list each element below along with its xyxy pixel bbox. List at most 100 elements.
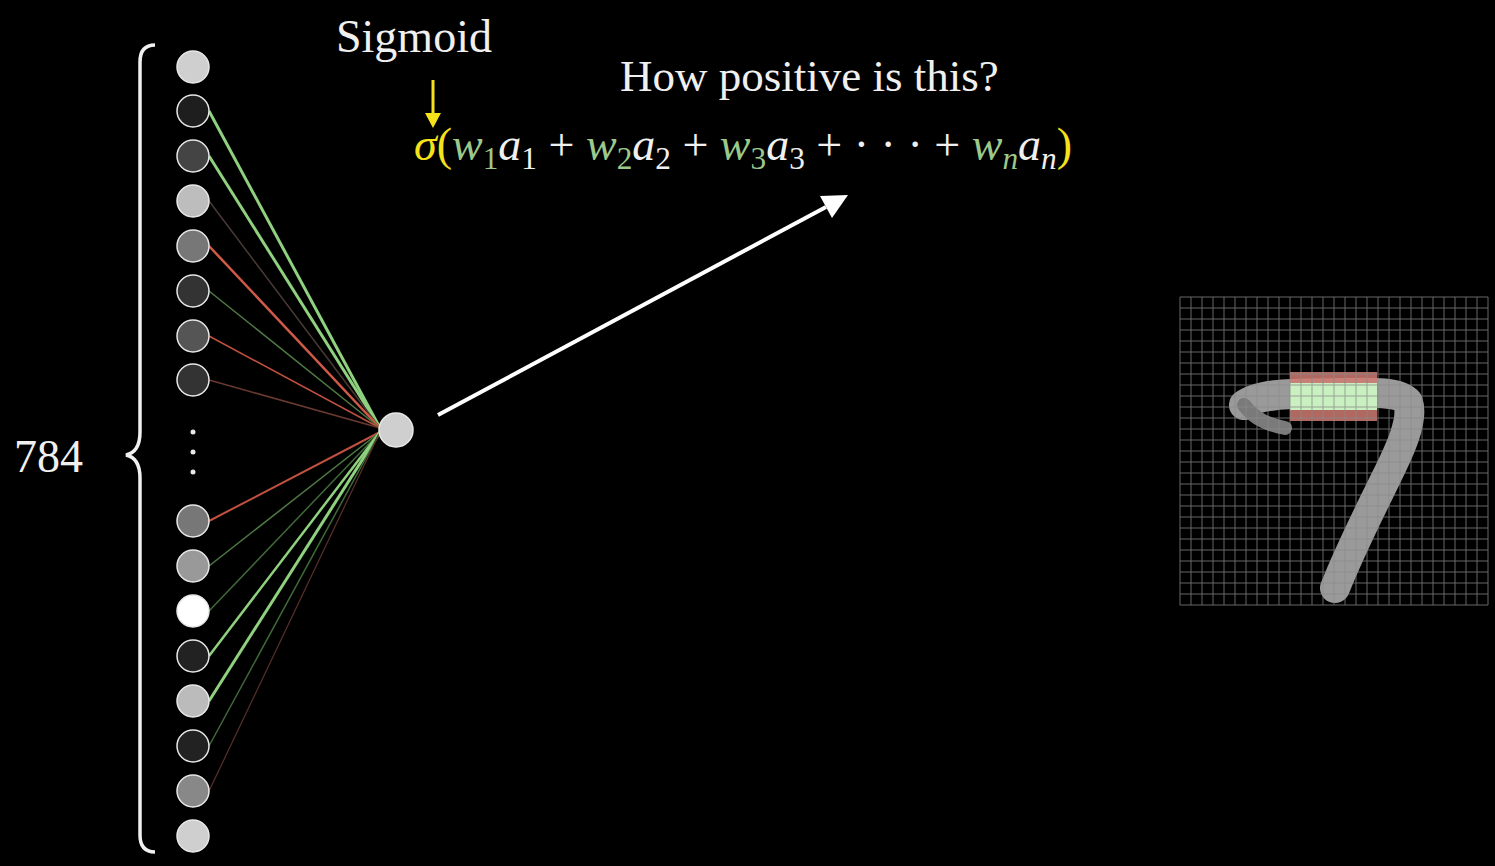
formula-symbol: ·	[907, 119, 922, 170]
formula-symbol	[960, 119, 972, 170]
input-neurons	[177, 51, 209, 852]
neuron	[177, 595, 209, 627]
grid-line	[1180, 594, 1488, 595]
formula-symbol	[869, 119, 881, 170]
grid-line	[1180, 473, 1488, 474]
weighted-sum-formula: σ(w1a1 + w2a2 + w3a3 + · · · + wnan)	[414, 122, 1072, 175]
neuron	[177, 505, 209, 537]
weight-line	[209, 246, 380, 428]
subscript: 2	[617, 141, 633, 176]
weight-line	[209, 336, 380, 428]
ellipsis-dot	[191, 430, 196, 435]
subscript: n	[1002, 141, 1018, 176]
image-ground	[1180, 297, 1488, 605]
question-label: How positive is this?	[620, 54, 999, 99]
weight-line	[209, 432, 380, 656]
grid-line	[1488, 297, 1489, 605]
formula-symbol	[574, 119, 586, 170]
formula-symbol: (	[437, 119, 452, 170]
formula-symbol: +	[548, 119, 574, 170]
grid-line	[1180, 517, 1488, 518]
subscript: 1	[521, 141, 537, 176]
neuron	[177, 230, 209, 262]
weight-line	[209, 432, 380, 611]
grid-line	[1180, 506, 1488, 507]
formula-symbol: w	[972, 119, 1003, 170]
formula-symbol	[537, 119, 549, 170]
weight-line	[209, 291, 380, 428]
formula-symbol	[923, 119, 935, 170]
formula-symbol: a	[1018, 119, 1041, 170]
grid-line	[1356, 297, 1357, 605]
output-neuron	[379, 413, 413, 447]
grid-line	[1422, 297, 1423, 605]
neuron	[177, 550, 209, 582]
grid-line	[1180, 572, 1488, 573]
formula-symbol: w	[586, 119, 617, 170]
neuron	[177, 140, 209, 172]
grid-line	[1180, 462, 1488, 463]
grid-line	[1433, 297, 1434, 605]
ellipsis-dot	[191, 470, 196, 475]
neuron	[177, 95, 209, 127]
arrow-head	[820, 195, 848, 218]
ellipsis-dot	[191, 450, 196, 455]
neuron	[177, 320, 209, 352]
weight-line	[209, 432, 380, 701]
formula-symbol: +	[816, 119, 842, 170]
formula-symbol: +	[682, 119, 708, 170]
grid-line	[1180, 451, 1488, 452]
weight-line	[209, 380, 380, 428]
grid-line	[1367, 297, 1368, 605]
subscript: n	[1041, 141, 1057, 176]
curly-brace	[126, 45, 155, 852]
neuron	[177, 51, 209, 83]
formula-symbol: w	[720, 119, 751, 170]
grid-line	[1180, 484, 1488, 485]
grid-line	[1345, 297, 1346, 605]
subscript: 2	[655, 141, 671, 176]
formula-symbol: σ	[414, 119, 437, 170]
grid-line	[1180, 528, 1488, 529]
formula-symbol: ·	[881, 119, 896, 170]
formula-symbol: +	[934, 119, 960, 170]
formula-symbol	[842, 119, 854, 170]
grid-line	[1411, 297, 1412, 605]
grid-line	[1444, 297, 1445, 605]
formula-symbol: )	[1057, 119, 1072, 170]
grid-line	[1180, 539, 1488, 540]
formula-symbol	[896, 119, 908, 170]
grid-line	[1400, 297, 1401, 605]
formula-symbol: ·	[854, 119, 869, 170]
grid-line	[1180, 550, 1488, 551]
vertical-ellipsis	[191, 430, 196, 475]
formula-symbol: w	[452, 119, 483, 170]
weight-line	[209, 156, 380, 428]
formula-symbol	[708, 119, 720, 170]
neuron	[177, 185, 209, 217]
formula-symbol: a	[632, 119, 655, 170]
neuron	[177, 775, 209, 807]
grid-line	[1180, 583, 1488, 584]
grid-line	[1180, 561, 1488, 562]
output-arrow	[438, 195, 848, 415]
pixel-grid	[1180, 297, 1488, 605]
formula-symbol: a	[498, 119, 521, 170]
formula-symbol	[671, 119, 683, 170]
arrow-shaft	[438, 207, 826, 415]
neuron	[177, 640, 209, 672]
grid-line	[1466, 297, 1467, 605]
grid-line	[1180, 495, 1488, 496]
weight-line	[209, 432, 380, 791]
sigmoid-label: Sigmoid	[336, 14, 492, 60]
digit-stroke	[1244, 393, 1409, 588]
grid-line	[1389, 297, 1390, 605]
neuron	[177, 820, 209, 852]
digit-image	[1180, 297, 1488, 605]
formula-symbol	[805, 119, 817, 170]
neuron	[177, 275, 209, 307]
grid-line	[1477, 297, 1478, 605]
weight-line	[209, 111, 380, 428]
neuron	[177, 685, 209, 717]
grid-line	[1455, 297, 1456, 605]
